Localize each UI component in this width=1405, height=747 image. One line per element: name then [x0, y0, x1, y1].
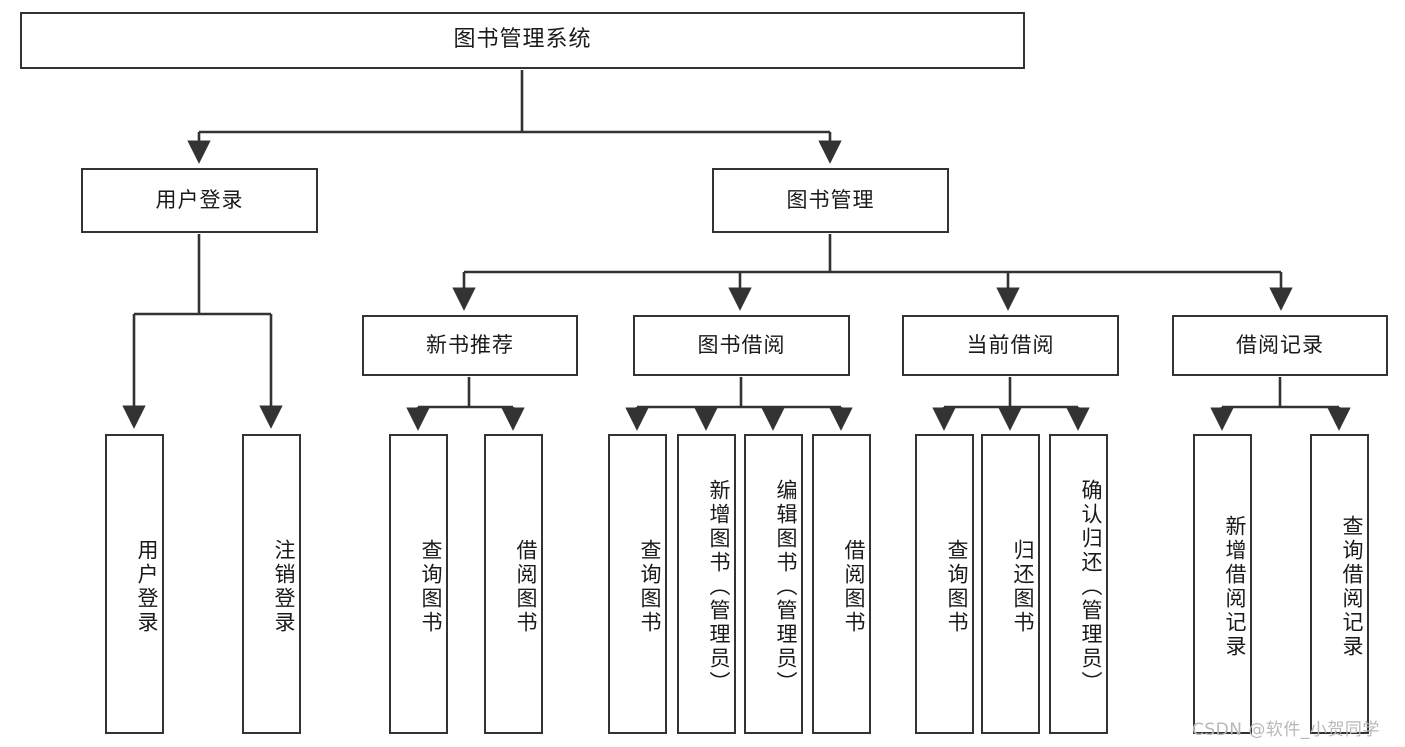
- leaf-new-book-query[interactable]: 查询图书: [389, 434, 448, 734]
- leaf-user-login-signin-label: 用户登录: [135, 539, 159, 635]
- leaf-borrow-records-add-label: 新增借阅记录: [1223, 515, 1247, 659]
- node-book-borrow[interactable]: 图书借阅: [633, 315, 850, 376]
- node-current-borrow-label: 当前借阅: [966, 332, 1055, 357]
- leaf-user-login-signout[interactable]: 注销登录: [242, 434, 301, 734]
- leaf-book-borrow-query-label: 查询图书: [638, 539, 662, 635]
- node-borrow-records[interactable]: 借阅记录: [1172, 315, 1388, 376]
- leaf-book-borrow-borrow[interactable]: 借阅图书: [812, 434, 871, 734]
- leaf-user-login-signin[interactable]: 用户登录: [105, 434, 164, 734]
- csdn-watermark: CSDN @软件_小贺同学: [1192, 720, 1380, 740]
- leaf-current-borrow-return-label: 归还图书: [1011, 539, 1035, 635]
- leaf-user-login-signout-label: 注销登录: [272, 539, 296, 635]
- leaf-new-book-borrow[interactable]: 借阅图书: [484, 434, 543, 734]
- node-current-borrow[interactable]: 当前借阅: [902, 315, 1119, 376]
- node-new-book-recommend-label: 新书推荐: [426, 332, 514, 357]
- leaf-new-book-borrow-label: 借阅图书: [514, 539, 538, 635]
- node-book-management-label: 图书管理: [786, 187, 875, 212]
- leaf-borrow-records-query-label: 查询借阅记录: [1340, 515, 1364, 659]
- node-borrow-records-label: 借阅记录: [1236, 332, 1324, 357]
- node-book-management[interactable]: 图书管理: [712, 168, 949, 233]
- node-root-system[interactable]: 图书管理系统: [20, 12, 1025, 69]
- leaf-current-borrow-return[interactable]: 归还图书: [981, 434, 1040, 734]
- leaf-current-borrow-query-label: 查询图书: [945, 539, 969, 635]
- leaf-current-borrow-confirm-return[interactable]: 确认归还（管理员）: [1049, 434, 1108, 734]
- leaf-current-borrow-query[interactable]: 查询图书: [915, 434, 974, 734]
- node-new-book-recommend[interactable]: 新书推荐: [362, 315, 578, 376]
- leaf-book-borrow-edit-label: 编辑图书（管理员）: [774, 479, 798, 695]
- node-root-system-label: 图书管理系统: [453, 27, 592, 53]
- leaf-book-borrow-borrow-label: 借阅图书: [842, 539, 866, 635]
- leaf-book-borrow-add[interactable]: 新增图书（管理员）: [677, 434, 736, 734]
- leaf-new-book-query-label: 查询图书: [419, 539, 443, 635]
- leaf-borrow-records-add[interactable]: 新增借阅记录: [1193, 434, 1252, 734]
- leaf-current-borrow-confirm-return-label: 确认归还（管理员）: [1079, 479, 1103, 695]
- node-book-borrow-label: 图书借阅: [697, 332, 786, 357]
- node-user-login[interactable]: 用户登录: [81, 168, 318, 233]
- leaf-book-borrow-edit[interactable]: 编辑图书（管理员）: [744, 434, 803, 734]
- leaf-book-borrow-query[interactable]: 查询图书: [608, 434, 667, 734]
- leaf-book-borrow-add-label: 新增图书（管理员）: [707, 479, 731, 695]
- leaf-borrow-records-query[interactable]: 查询借阅记录: [1310, 434, 1369, 734]
- node-user-login-label: 用户登录: [155, 187, 244, 212]
